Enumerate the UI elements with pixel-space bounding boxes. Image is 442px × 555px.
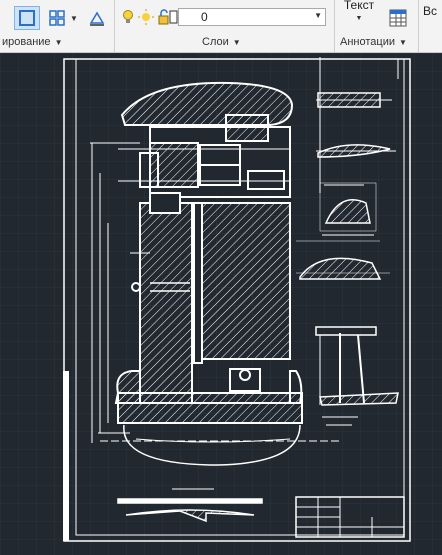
- ribbon: ▼ ирование▼ 0 ▼ Слои▼ Текст ▼ Аннотации▼…: [0, 0, 442, 53]
- chevron-down-icon: ▼: [232, 38, 241, 47]
- layer-combo-value: 0: [201, 10, 208, 24]
- dimension-lines: [90, 57, 340, 443]
- table-button[interactable]: [386, 6, 410, 30]
- detail-label-lines: [322, 184, 374, 426]
- section-b: [316, 144, 396, 158]
- partial-panel-label: Вс: [423, 4, 438, 18]
- panel-separator: [114, 0, 115, 52]
- match-properties-icon: [89, 11, 105, 26]
- chevron-down-icon: ▼: [314, 11, 322, 20]
- chevron-down-icon: ▼: [355, 15, 363, 22]
- layer-color-swatch: [169, 10, 178, 24]
- base: [114, 368, 303, 466]
- layer-combo[interactable]: 0 ▼: [178, 8, 326, 26]
- sun-icon: [138, 9, 154, 25]
- layers-panel-title[interactable]: Слои▼: [202, 34, 241, 50]
- drawing-frame: [63, 58, 411, 542]
- array-button[interactable]: [46, 6, 68, 30]
- array-dropdown-button[interactable]: ▼: [70, 14, 78, 23]
- panel-separator: [334, 0, 335, 52]
- annotation-panel-label: Аннотации: [340, 36, 395, 48]
- rectangle-select-icon: [19, 10, 35, 26]
- bottom-section: [117, 488, 263, 523]
- modify-tool-button[interactable]: [14, 6, 40, 30]
- section-a: [316, 92, 392, 108]
- text-button[interactable]: Текст ▼: [340, 0, 378, 30]
- annotation-panel-title[interactable]: Аннотации▼: [340, 34, 407, 50]
- main-body: [131, 192, 291, 404]
- upper-mechanism: [118, 114, 291, 198]
- modify-panel-label: ирование: [2, 36, 51, 48]
- modify-panel-title[interactable]: ирование▼: [2, 34, 62, 50]
- section-d: [296, 240, 390, 280]
- table-icon: [389, 9, 407, 27]
- text-button-label: Текст: [343, 0, 375, 12]
- chevron-down-icon: ▼: [54, 38, 63, 47]
- bulb-icon: [123, 10, 133, 23]
- layers-panel-label: Слои: [202, 36, 229, 48]
- section-e: [315, 326, 399, 406]
- match-properties-button[interactable]: [86, 6, 108, 30]
- section-c: [319, 182, 377, 232]
- panel-separator: [418, 0, 419, 52]
- drawing-svg: [0, 53, 442, 555]
- array-icon: [49, 10, 65, 26]
- chevron-down-icon: ▼: [398, 38, 407, 47]
- title-block: [295, 496, 405, 538]
- unlock-icon: [158, 9, 169, 25]
- layer-status-icons: [120, 8, 178, 26]
- drawing-canvas[interactable]: [0, 53, 442, 555]
